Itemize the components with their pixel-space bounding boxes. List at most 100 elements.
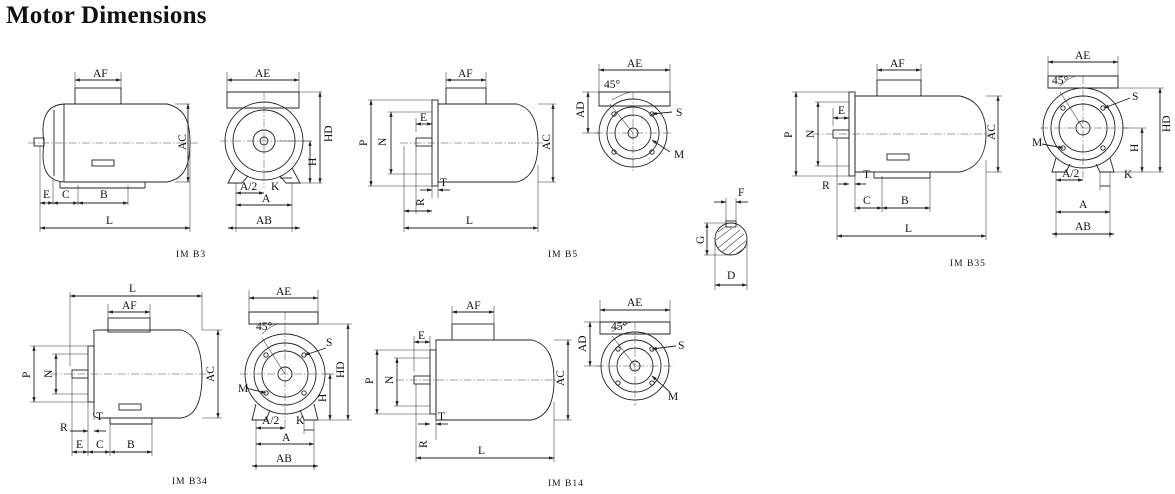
im-b35-side-view (792, 64, 1002, 240)
im-b34-label-af: AF (122, 300, 137, 312)
im-b3-label-af: AF (93, 68, 108, 80)
im-b34-side-view (30, 292, 222, 456)
im-b35-label-hd: HD (1161, 115, 1173, 132)
im-b3-front-view (220, 72, 322, 232)
im-b35-label-af: AF (890, 58, 905, 70)
im-b35-label-b: B (901, 195, 909, 207)
im-b34-label-ac: AC (205, 366, 217, 382)
im-b35-label-a: A (1079, 199, 1088, 211)
im-b14-label-r: R (418, 440, 430, 448)
im-b34-label-h: H (317, 394, 329, 402)
im-b3-label-a: A (262, 193, 271, 205)
im-b34-label-c: C (96, 439, 104, 451)
im-b5-label-n: N (377, 137, 389, 146)
im-b34-label-r: R (60, 422, 68, 434)
im-b3-label-l: L (106, 215, 113, 227)
im-b14-side-view (374, 306, 572, 462)
im-b35-label-r: R (822, 180, 830, 192)
im-b34-caption: IM B34 (172, 477, 208, 487)
im-b3-label-hd: HD (323, 125, 335, 142)
im-b5-label-l: L (466, 215, 473, 227)
im-b14-label-45deg: 45° (611, 321, 628, 333)
im-b5-label-r: R (415, 198, 427, 206)
im-b34-label-ab: AB (276, 453, 292, 465)
im-b35-label-s: S (1132, 91, 1138, 103)
im-b34-label-s: S (326, 337, 332, 349)
im-b14-label-ae: AE (627, 297, 642, 309)
im-b35-label-ac: AC (986, 124, 998, 140)
im-b34-label-ae: AE (276, 286, 291, 298)
shaft-label-d: D (727, 270, 735, 282)
im-b14-label-s: S (678, 340, 684, 352)
shaft-label-g: G (695, 236, 707, 244)
im-b14-label-t: T (438, 411, 445, 423)
im-b34-label-a-half: A/2 (262, 415, 280, 427)
im-b5-side-view (368, 72, 556, 232)
im-b35-label-a-half: A/2 (1062, 168, 1080, 180)
im-b35-caption: IM B35 (950, 259, 986, 269)
im-b5-label-m: M (674, 149, 684, 161)
im-b14-label-ad: AD (577, 335, 589, 352)
im-b3-label-a-half: A/2 (240, 181, 258, 193)
im-b34-label-p: P (21, 372, 33, 378)
im-b35-label-k: K (1124, 169, 1133, 181)
im-b5-label-p: P (358, 140, 370, 146)
im-b14-label-e: E (418, 330, 425, 342)
im-b34-label-k: K (296, 415, 305, 427)
im-b34-label-n: N (43, 369, 55, 378)
im-b35-label-n: N (805, 129, 817, 138)
im-b34-label-l: L (129, 283, 136, 295)
im-b5-label-e: E (420, 112, 427, 124)
im-b3-caption: IM B3 (176, 250, 206, 260)
im-b3-label-c: C (62, 189, 70, 201)
im-b14-label-n: N (384, 375, 396, 384)
im-b35-label-ae: AE (1075, 50, 1090, 62)
im-b3-label-ab: AB (256, 215, 272, 227)
im-b3-label-ac: AC (177, 134, 189, 150)
shaft-section-view (704, 198, 748, 290)
im-b34-label-45deg: 45° (256, 321, 273, 333)
im-b34-label-b: B (127, 439, 135, 451)
im-b34-label-t: T (96, 411, 103, 423)
im-b5-caption: IM B5 (548, 250, 578, 260)
im-b35-label-l: L (905, 223, 912, 235)
im-b5-flange-view (582, 64, 673, 172)
im-b34-label-m: M (238, 383, 248, 395)
im-b14-caption: IM B14 (548, 479, 584, 489)
im-b14-label-m: M (668, 391, 678, 403)
im-b3-side-view (28, 72, 198, 232)
im-b34-label-hd: HD (335, 361, 347, 378)
im-b35-label-45deg: 45° (1052, 75, 1069, 87)
im-b35-label-e: E (838, 105, 845, 117)
im-b5-label-ae: AE (627, 58, 642, 70)
im-b5-label-45deg: 45° (604, 79, 621, 91)
im-b35-label-t: T (863, 169, 870, 181)
im-b34-front-view (240, 290, 352, 470)
im-b5-label-ad: AD (575, 101, 587, 118)
im-b35-label-h: H (1129, 144, 1141, 152)
im-b14-label-l: L (478, 445, 485, 457)
im-b3-label-b: B (100, 189, 108, 201)
im-b35-label-ab: AB (1075, 221, 1091, 233)
im-b14-label-p: P (364, 378, 376, 384)
im-b5-label-t: T (440, 177, 447, 189)
im-b14-label-af: AF (466, 300, 481, 312)
page-title: Motor Dimensions (6, 2, 207, 29)
shaft-label-f: F (738, 187, 744, 199)
im-b3-label-k: K (271, 181, 280, 193)
im-b14-face-view (584, 300, 677, 406)
im-b34-label-a: A (282, 432, 291, 444)
im-b3-label-e: E (43, 189, 50, 201)
im-b35-front-view (1040, 56, 1164, 238)
im-b5-label-ac: AC (541, 134, 553, 150)
im-b34-label-e: E (76, 439, 83, 451)
im-b5-label-s: S (676, 107, 682, 119)
im-b35-label-m: M (1032, 137, 1042, 149)
im-b14-label-ac: AC (555, 370, 567, 386)
im-b5-label-af: AF (458, 68, 473, 80)
im-b35-label-c: C (863, 195, 871, 207)
im-b3-label-ae: AE (255, 68, 270, 80)
im-b3-label-h: H (307, 158, 319, 166)
im-b35-label-p: P (783, 132, 795, 138)
